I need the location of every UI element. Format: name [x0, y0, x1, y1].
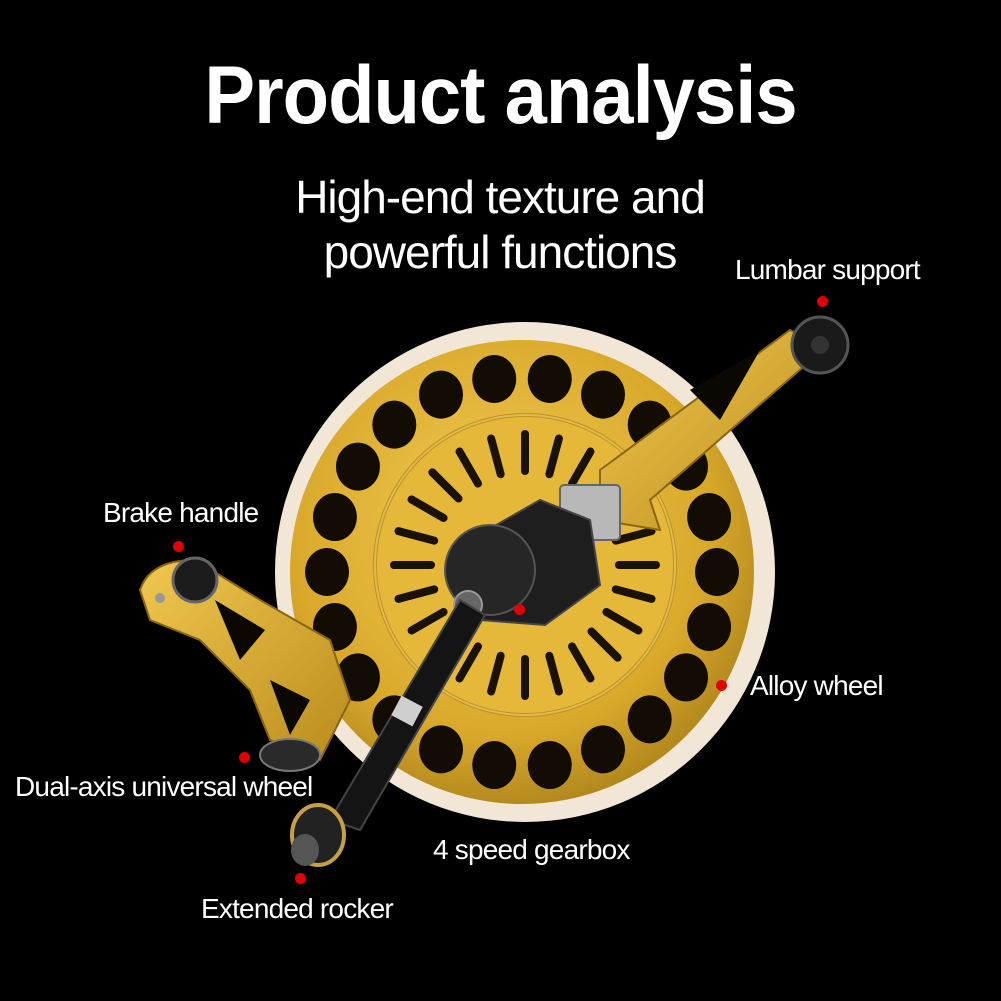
marker-extended-rocker: [295, 873, 306, 884]
hub-slot: [602, 608, 643, 635]
hub-slot: [568, 447, 595, 488]
hub-slot: [568, 642, 595, 683]
wheel-hole: [335, 442, 380, 491]
hub-slot: [455, 642, 482, 683]
hub-slot: [521, 655, 529, 700]
gearbox: [444, 484, 621, 627]
hub-slot: [428, 468, 463, 503]
marker-brake-handle: [173, 541, 184, 552]
callout-gearbox: 4 speed gearbox: [433, 834, 630, 865]
hub-slot: [407, 495, 448, 522]
wheel-hole: [687, 493, 732, 542]
marker-gearbox: [514, 604, 525, 615]
wheel-hole: [527, 354, 572, 403]
wheel-hole: [305, 548, 349, 596]
extended-rocker: [290, 598, 487, 867]
hub-slot: [615, 561, 660, 569]
hub-slot: [390, 561, 435, 569]
hub-slot: [487, 434, 505, 479]
lumbar-support-arm: [599, 315, 850, 532]
callout-extended-rocker: Extended rocker: [201, 893, 394, 924]
brake-wheel: [171, 556, 219, 604]
brake-handle-arm: [138, 556, 352, 762]
hub-slot: [394, 527, 439, 545]
wheel-hole: [695, 548, 739, 596]
wheel-hole: [472, 354, 517, 403]
subtitle-line-2: powerful functions: [323, 226, 678, 278]
page-subtitle: High-end texture and powerful functions: [250, 170, 750, 280]
hub-slot: [611, 585, 656, 603]
hub-slot: [521, 430, 529, 475]
wheel-hole: [664, 653, 709, 702]
wheel-hole: [472, 741, 517, 790]
wheel-hole: [527, 741, 572, 790]
wheel-hole: [687, 602, 732, 651]
page-title: Product analysis: [204, 49, 797, 142]
hub-slot: [611, 527, 656, 545]
callout-brake-handle: Brake handle: [103, 497, 259, 528]
marker-alloy-wheel: [716, 680, 727, 691]
wheel-hole: [627, 695, 672, 744]
hub-slot: [545, 434, 563, 479]
marker-lumbar-support: [817, 296, 828, 307]
hub-slot: [487, 651, 505, 696]
wheel-hole: [372, 400, 417, 449]
hub-slot: [587, 627, 622, 662]
hub-slot: [407, 608, 448, 635]
subtitle-line-1: High-end texture and: [295, 171, 706, 223]
wheel-hole: [581, 725, 626, 774]
wheel-hole: [418, 370, 463, 419]
callout-dual-axis-wheel: Dual-axis universal wheel: [15, 771, 313, 802]
hub-slot: [394, 585, 439, 603]
wheel-hole: [581, 370, 626, 419]
universal-wheel: [259, 738, 321, 772]
callout-alloy-wheel: Alloy wheel: [750, 670, 884, 701]
wheel-hole: [312, 493, 357, 542]
hub-slot: [545, 651, 563, 696]
marker-dual-axis-wheel: [239, 752, 250, 763]
callout-lumbar-support: Lumbar support: [735, 254, 921, 285]
wheel-hole: [418, 725, 463, 774]
hub-slot: [455, 447, 482, 488]
